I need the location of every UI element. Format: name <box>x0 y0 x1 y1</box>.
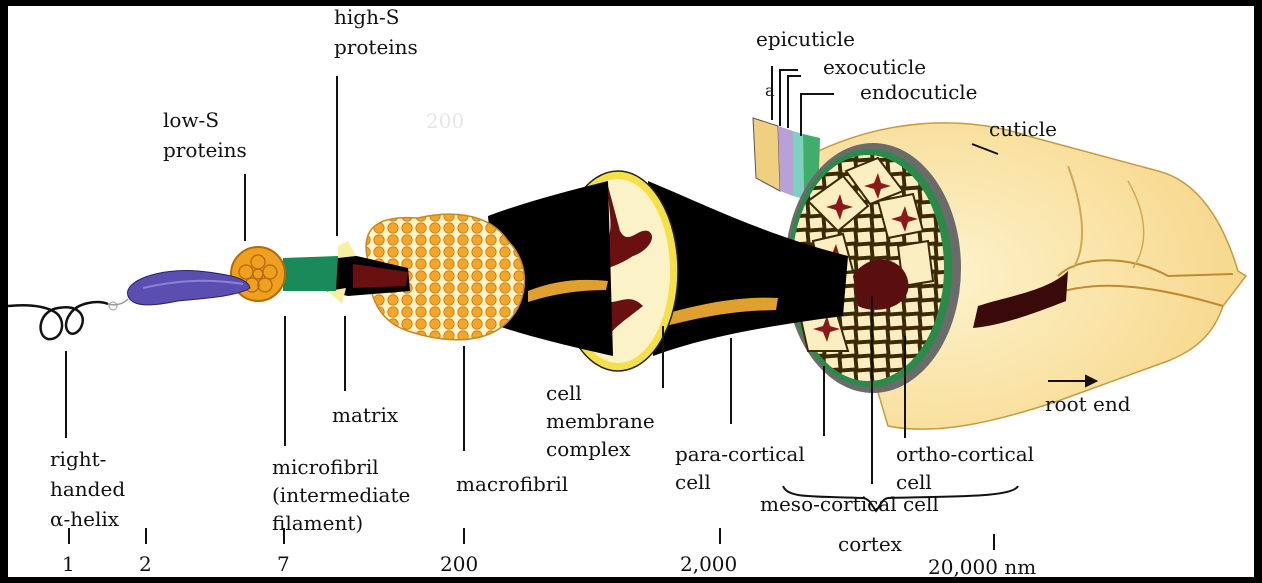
label-epicuticle: epicuticle <box>756 27 855 51</box>
scale-200: 200 <box>440 552 478 576</box>
label-high-s-line2: proteins <box>334 35 418 59</box>
label-microfibril-line3: filament) <box>272 511 363 535</box>
label-meso-cortical: meso-cortical cell <box>760 492 939 516</box>
label-microfibril-line2: (intermediate <box>272 483 410 507</box>
label-cell-membrane-line1: cell <box>546 381 582 405</box>
label-ortho-cortical-line1: ortho-cortical <box>896 442 1034 466</box>
alpha-helix-coil <box>8 299 128 339</box>
label-cell-membrane-line2: membrane <box>546 409 655 433</box>
label-low-s-line1: low-S <box>163 108 219 132</box>
label-helix-line2: handed <box>50 477 125 501</box>
label-high-s-line1: high-S <box>334 6 399 29</box>
label-helix-line1: right- <box>50 447 106 471</box>
label-cell-membrane-line3: complex <box>546 437 631 461</box>
label-matrix: matrix <box>332 403 399 427</box>
label-para-cortical-line2: cell <box>675 470 711 494</box>
label-microfibril-line1: microfibril <box>272 455 379 479</box>
scale-1: 1 <box>62 552 75 576</box>
label-macrofibril: macrofibril <box>456 472 568 496</box>
label-helix-line3: α-helix <box>50 507 120 531</box>
label-exocuticle: exocuticle <box>823 55 926 79</box>
scale-2000: 2,000 <box>680 552 737 576</box>
protofilament <box>128 271 250 305</box>
label-endocuticle: endocuticle <box>860 80 978 104</box>
scale-2: 2 <box>139 552 152 576</box>
scale-20000-nm: 20,000 nm <box>928 555 1036 577</box>
label-para-cortical-line1: para-cortical <box>675 442 805 466</box>
scale-7: 7 <box>277 552 290 576</box>
diagram-frame: 200 <box>8 6 1254 577</box>
hair-structure-diagram: 200 <box>8 6 1254 577</box>
ghost-scale-label: 200 <box>426 109 464 133</box>
label-a: a <box>765 81 775 100</box>
label-cuticle: cuticle <box>989 117 1057 141</box>
label-low-s-line2: proteins <box>163 138 247 162</box>
label-root-end: root end <box>1045 392 1131 416</box>
label-cortex: cortex <box>838 532 903 556</box>
label-ortho-cortical-line2: cell <box>896 470 932 494</box>
microfibril-bundle <box>231 247 338 301</box>
